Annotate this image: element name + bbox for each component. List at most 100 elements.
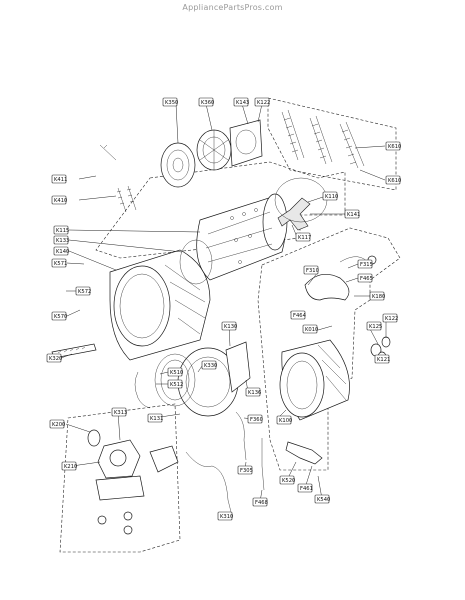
callout-K136: K136 xyxy=(245,387,261,397)
group-boundary-springs xyxy=(267,97,397,191)
svg-text:K572: K572 xyxy=(78,289,91,295)
callout-K110: K110 xyxy=(322,191,338,201)
callout-K610-lower: K610 xyxy=(385,175,401,185)
callout-K121: K121 xyxy=(374,354,390,364)
svg-text:F461: F461 xyxy=(300,486,313,492)
callout-K572: K572 xyxy=(75,286,91,296)
callout-K320: K320 xyxy=(46,353,62,363)
callout-K310: K310 xyxy=(217,511,233,521)
callout-K115: K115 xyxy=(53,225,69,235)
svg-text:F465: F465 xyxy=(360,276,373,282)
rear-cover-part xyxy=(160,142,196,188)
drum-part xyxy=(196,193,288,281)
svg-text:K136: K136 xyxy=(248,390,261,396)
svg-text:K180: K180 xyxy=(372,294,385,300)
svg-text:K122: K122 xyxy=(257,100,270,106)
svg-text:K570: K570 xyxy=(54,314,67,320)
svg-text:K131: K131 xyxy=(150,416,163,422)
svg-text:F464: F464 xyxy=(293,313,307,319)
callout-F468: F468 xyxy=(252,497,268,507)
callout-K571: K571 xyxy=(51,258,67,268)
callout-K010: K010 xyxy=(302,324,318,334)
svg-text:K520: K520 xyxy=(282,478,295,484)
svg-text:K610: K610 xyxy=(388,144,401,150)
svg-text:K141: K141 xyxy=(347,212,360,218)
svg-text:K133: K133 xyxy=(56,238,69,244)
inlet-hose-part xyxy=(285,441,323,465)
svg-text:F305: F305 xyxy=(240,468,253,474)
svg-text:K571: K571 xyxy=(54,261,67,267)
door-gasket-part xyxy=(154,353,196,407)
callout-F310: F310 xyxy=(303,265,319,275)
drain-pump-part xyxy=(87,429,179,535)
svg-text:F360: F360 xyxy=(250,417,263,423)
front-tub-part xyxy=(109,249,211,361)
callout-F464: F464 xyxy=(290,310,307,320)
callout-K210: K210 xyxy=(61,461,77,471)
callout-K125: K125 xyxy=(366,321,382,331)
callout-K313: K313 xyxy=(111,407,127,417)
callout-K122-top: K122 xyxy=(254,97,270,107)
callout-K360: K360 xyxy=(198,97,214,107)
svg-text:K117: K117 xyxy=(298,235,311,241)
callout-K117: K117 xyxy=(295,232,311,242)
svg-text:K411: K411 xyxy=(54,177,67,183)
callout-K512: K512 xyxy=(167,379,183,389)
svg-text:K200: K200 xyxy=(52,422,65,428)
callout-K141: K141 xyxy=(344,209,360,219)
callout-K180: K180 xyxy=(369,291,385,301)
svg-text:K330: K330 xyxy=(204,363,217,369)
svg-text:K540: K540 xyxy=(317,497,330,503)
callout-K122-right: K122 xyxy=(382,313,398,323)
svg-text:K350: K350 xyxy=(165,100,178,106)
svg-text:K110: K110 xyxy=(325,194,338,200)
gasket-ring-part xyxy=(179,239,213,285)
callout-K350: K350 xyxy=(162,97,178,107)
svg-text:K360: K360 xyxy=(201,100,214,106)
callout-K520: K520 xyxy=(279,475,295,485)
svg-text:K320: K320 xyxy=(49,356,62,362)
callout-K610-upper: K610 xyxy=(385,141,401,151)
svg-text:K121: K121 xyxy=(377,357,390,363)
svg-text:K313: K313 xyxy=(114,410,127,416)
callout-F360: F360 xyxy=(247,414,263,424)
suspension-spring-parts xyxy=(281,109,365,169)
stator-part xyxy=(196,129,232,171)
svg-text:K122: K122 xyxy=(385,316,398,322)
svg-text:K143: K143 xyxy=(236,100,249,106)
svg-text:K010: K010 xyxy=(305,327,318,333)
hose-part-2 xyxy=(261,438,265,491)
callout-K100: K100 xyxy=(276,415,292,425)
callout-K131: K131 xyxy=(147,413,163,423)
svg-text:F315: F315 xyxy=(360,262,373,268)
svg-text:K100: K100 xyxy=(279,418,292,424)
svg-text:F310: F310 xyxy=(306,268,319,274)
callout-K133: K133 xyxy=(53,235,69,245)
svg-text:K410: K410 xyxy=(54,198,67,204)
wire-harness-part xyxy=(185,451,233,517)
callout-K540: K540 xyxy=(314,494,330,504)
spring-pair-parts xyxy=(99,144,137,213)
callout-K143: K143 xyxy=(233,97,249,107)
callout-K410: K410 xyxy=(51,195,67,205)
tube-part xyxy=(134,371,151,409)
rear-tub-part xyxy=(279,339,350,421)
svg-text:F468: F468 xyxy=(255,500,268,506)
callout-K130: K130 xyxy=(221,321,237,331)
svg-text:K140: K140 xyxy=(56,249,69,255)
callout-K510: K510 xyxy=(167,367,183,377)
group-boundary-tub xyxy=(95,161,346,259)
callout-K411: K411 xyxy=(51,174,67,184)
svg-text:K210: K210 xyxy=(64,464,77,470)
door-gasket-inner xyxy=(160,359,190,401)
callout-F315: F315 xyxy=(357,259,373,269)
svg-text:K115: K115 xyxy=(56,228,69,234)
svg-text:K510: K510 xyxy=(170,370,183,376)
callout-K570: K570 xyxy=(51,311,67,321)
callout-K200: K200 xyxy=(49,419,65,429)
callout-F305: F305 xyxy=(237,465,253,475)
svg-text:K610: K610 xyxy=(388,178,401,184)
svg-text:K310: K310 xyxy=(220,514,233,520)
